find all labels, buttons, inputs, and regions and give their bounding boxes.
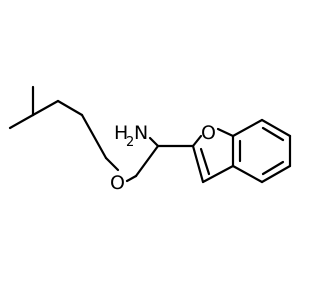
bond-chain-3	[80, 113, 108, 160]
bond-c7a-c7	[231, 118, 264, 138]
bond-ch-nh2	[148, 136, 160, 148]
bond-c5-c4-double	[261, 160, 285, 176]
ether-link	[125, 144, 160, 183]
amine-subscript-label: 2	[126, 135, 134, 150]
bond-c2-o1	[191, 134, 203, 148]
bond-o1-c7a	[216, 127, 235, 138]
molecule-canvas: H 2 N O O	[8, 85, 292, 194]
amine-h-label: H	[114, 122, 128, 144]
furan-oxygen-label: O	[201, 122, 216, 144]
bond-c3-c2-double	[199, 147, 211, 176]
benzofuran-ring	[191, 118, 292, 184]
alpha-carbon-bonds	[148, 136, 195, 148]
bond-c4-c3a	[231, 164, 264, 184]
bond-c3-c2	[191, 144, 205, 184]
bond-methyl-a	[8, 113, 35, 130]
atom-label-nh2: H 2 N	[114, 122, 148, 150]
structure-diagram: H 2 N O O	[8, 85, 292, 194]
atom-label-ether-oxygen: O	[110, 172, 125, 194]
bond-c5-c4	[260, 164, 292, 184]
amine-n-label: N	[134, 122, 148, 144]
atom-label-furan-oxygen: O	[201, 122, 216, 144]
bond-c7-c6	[260, 118, 292, 138]
bond-chain-1	[31, 99, 60, 117]
bond-o-ch2	[125, 174, 138, 183]
ether-oxygen-label: O	[110, 172, 125, 194]
bond-ch2-ch	[134, 144, 160, 178]
bond-chain-2	[56, 99, 84, 117]
bond-c3a-c3	[201, 164, 235, 184]
bond-chain-4	[104, 156, 120, 172]
isopentyl-chain	[8, 85, 120, 172]
bond-c7-c6-double	[261, 126, 285, 142]
